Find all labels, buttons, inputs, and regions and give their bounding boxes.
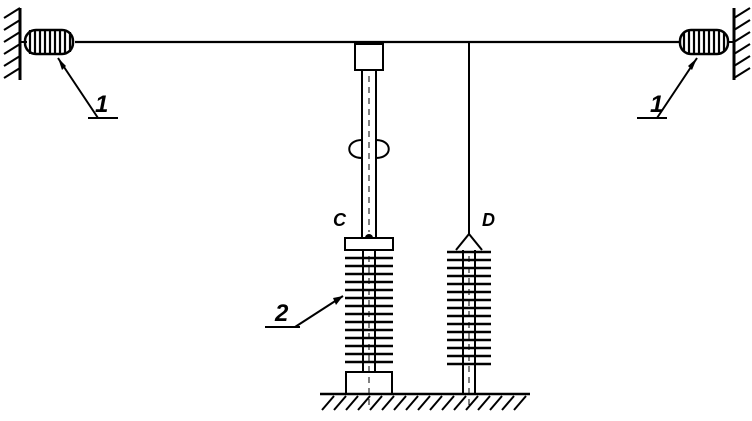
callout-label-insulator: 2 xyxy=(274,300,289,327)
left-strain-insulator xyxy=(20,28,75,56)
point-d-label: D xyxy=(482,210,495,230)
disconnector-blade xyxy=(348,43,390,242)
callout-2 xyxy=(265,295,344,328)
callout-1-right xyxy=(637,57,698,119)
point-c-label: C xyxy=(333,210,347,230)
callout-label-left: 1 xyxy=(95,91,108,118)
callout-label-right: 1 xyxy=(650,91,663,118)
right-wall-mount xyxy=(732,7,751,80)
support-insulator-d xyxy=(447,232,491,410)
ground-base xyxy=(320,392,530,411)
callout-1-left xyxy=(57,57,118,119)
left-wall-mount xyxy=(3,7,22,80)
support-insulator-c xyxy=(344,237,394,410)
right-strain-insulator xyxy=(678,28,734,56)
